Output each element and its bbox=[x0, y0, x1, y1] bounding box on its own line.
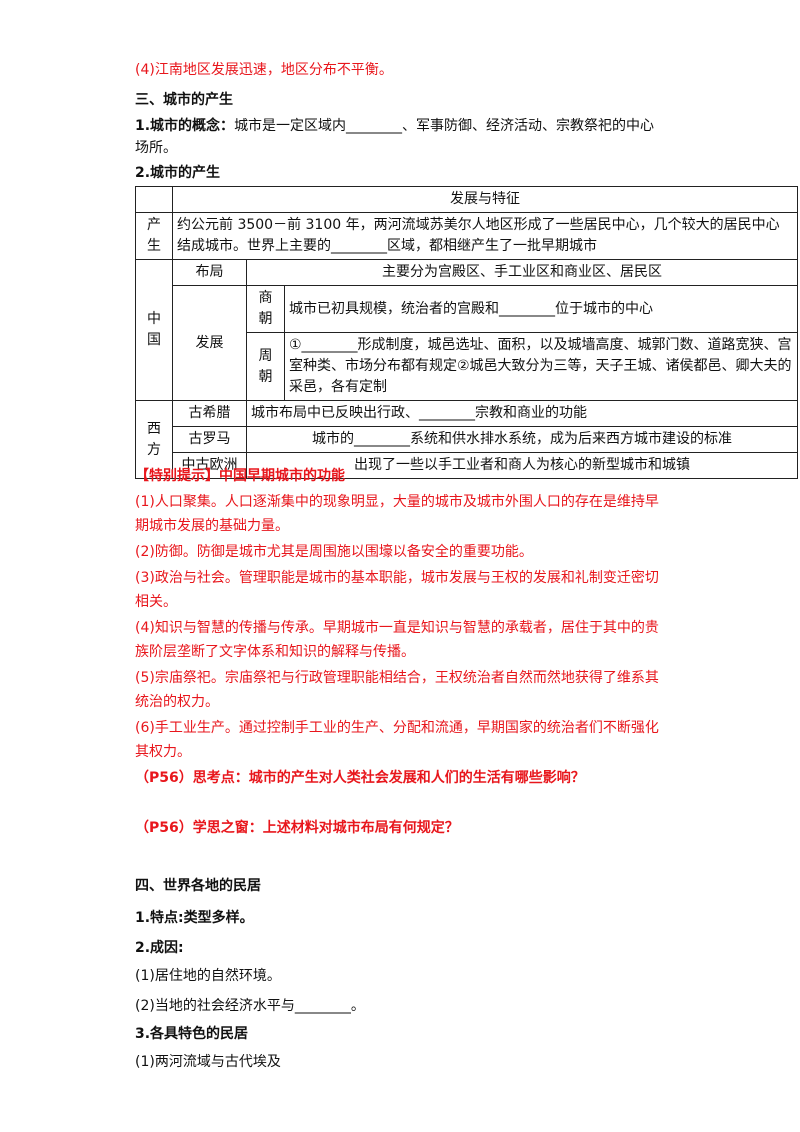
table-row: 发展 商 朝 城市已初具规模，统治者的宫殿和________位于城市的中心 bbox=[136, 285, 798, 401]
buju-label: 布局 bbox=[172, 259, 247, 286]
tip-6-cont: 其权力。 bbox=[135, 744, 191, 760]
tip-5: (5)宗庙祭祀。宗庙祭祀与行政管理职能相结合，王权统治者自然而然地获得了维系其 bbox=[135, 670, 659, 686]
think-point: （P56）思考点：城市的产生对人类社会发展和人们的生活有哪些影响？ bbox=[135, 770, 585, 786]
cause-1: (1)居住地的自然环境。 bbox=[135, 968, 281, 984]
city-concept: 1.城市的概念：城市是一定区域内________、军事防御、经济活动、宗教祭祀的… bbox=[135, 116, 654, 136]
buju-text: 主要分为宫殿区、手工业区和商业区、居民区 bbox=[246, 259, 798, 286]
city-birth-heading: 2.城市的产生 bbox=[135, 165, 221, 181]
type-1: (1)两河流域与古代埃及 bbox=[135, 1054, 281, 1070]
tip-6: (6)手工业生产。通过控制手工业的生产、分配和流通，早期国家的统治者们不断强化 bbox=[135, 720, 659, 736]
tip-3-cont: 相关。 bbox=[135, 594, 177, 610]
header-cell: 发展与特征 bbox=[172, 186, 798, 213]
shang-label: 商 朝 bbox=[246, 285, 285, 333]
tip-1-cont: 期城市发展的基础力量。 bbox=[135, 518, 289, 534]
tip-3: (3)政治与社会。管理职能是城市的基本职能，城市发展与王权的发展和礼制变迁密切 bbox=[135, 570, 659, 586]
jiangnan-point: (4)江南地区发展迅速，地区分布不平衡。 bbox=[135, 62, 393, 78]
medieval-text: 出现了一些以手工业者和商人为核心的新型城市和城镇 bbox=[246, 452, 798, 479]
city-concept-cont: 场所。 bbox=[135, 140, 177, 156]
table-row: 古罗马 城市的________系统和供水排水系统，成为后来西方城市建设的标准 bbox=[136, 426, 798, 453]
table-row: 周 朝 ①________形成制度，城邑选址、面积，以及城墙高度、城郭门数、道路… bbox=[136, 332, 798, 401]
table-row: 中 国 布局 主要分为宫殿区、手工业区和商业区、居民区 bbox=[135, 259, 798, 401]
study-window: （P56）学思之窗：上述材料对城市布局有何规定？ bbox=[135, 820, 459, 836]
section-4-heading: 四、世界各地的民居 bbox=[135, 878, 261, 894]
rome-text: 城市的________系统和供水排水系统，成为后来西方城市建设的标准 bbox=[246, 426, 798, 453]
section-3-heading: 三、城市的产生 bbox=[135, 92, 233, 108]
greece-text: 城市布局中已反映出行政、________宗教和商业的功能 bbox=[246, 400, 798, 427]
zhongguo-label: 中 国 bbox=[135, 259, 173, 401]
greece-label: 古希腊 bbox=[172, 400, 247, 427]
cause-2: (2)当地的社会经济水平与________。 bbox=[135, 998, 365, 1014]
dwelling-causes: 2.成因: bbox=[135, 940, 184, 956]
table-row: 产 生 约公元前 3500－前 3100 年，两河流域苏美尔人地区形成了一些居民… bbox=[135, 212, 798, 260]
chansheng-label: 产 生 bbox=[135, 212, 173, 260]
shang-text: 城市已初具规模，统治者的宫殿和________位于城市的中心 bbox=[284, 285, 798, 333]
chansheng-text: 约公元前 3500－前 3100 年，两河流域苏美尔人地区形成了一些居民中心，几… bbox=[172, 212, 798, 260]
zhou-label: 周 朝 bbox=[246, 332, 285, 401]
tip-1: (1)人口聚集。人口逐渐集中的现象明显，大量的城市及城市外围人口的存在是维持早 bbox=[135, 494, 659, 510]
dwelling-types: 3.各具特色的民居 bbox=[135, 1026, 249, 1042]
tip-2: (2)防御。防御是城市尤其是周围施以围壕以备安全的重要功能。 bbox=[135, 544, 533, 560]
zhou-text: ①________形成制度，城邑选址、面积，以及城墙高度、城郭门数、道路宽狭、宫… bbox=[284, 332, 798, 401]
fazhan-label: 发展 bbox=[172, 285, 247, 401]
rome-label: 古罗马 bbox=[172, 426, 247, 453]
medieval-label: 中古欧洲 bbox=[172, 452, 247, 479]
table-row: 中古欧洲 出现了一些以手工业者和商人为核心的新型城市和城镇 bbox=[136, 452, 798, 479]
tip-5-cont: 统治的权力。 bbox=[135, 694, 219, 710]
table-header-row: 发展与特征 bbox=[135, 186, 798, 213]
tip-title: 【特别提示】中国早期城市的功能 bbox=[135, 468, 345, 484]
city-concept-label: 1.城市的概念： bbox=[135, 118, 235, 134]
tip-4-cont: 族阶层垄断了文字体系和知识的解释与传播。 bbox=[135, 644, 415, 660]
table-row: 西 方 古希腊 城市布局中已反映出行政、________宗教和商业的功能 bbox=[135, 400, 798, 479]
dwelling-features: 1.特点:类型多样。 bbox=[135, 910, 254, 926]
city-development-table: 发展与特征 产 生 约公元前 3500－前 3100 年，两河流域苏美尔人地区形… bbox=[135, 186, 798, 479]
city-concept-text: 城市是一定区域内________、军事防御、经济活动、宗教祭祀的中心 bbox=[234, 118, 655, 134]
tip-4: (4)知识与智慧的传播与传承。早期城市一直是知识与智慧的承载者，居住于其中的贵 bbox=[135, 620, 659, 636]
